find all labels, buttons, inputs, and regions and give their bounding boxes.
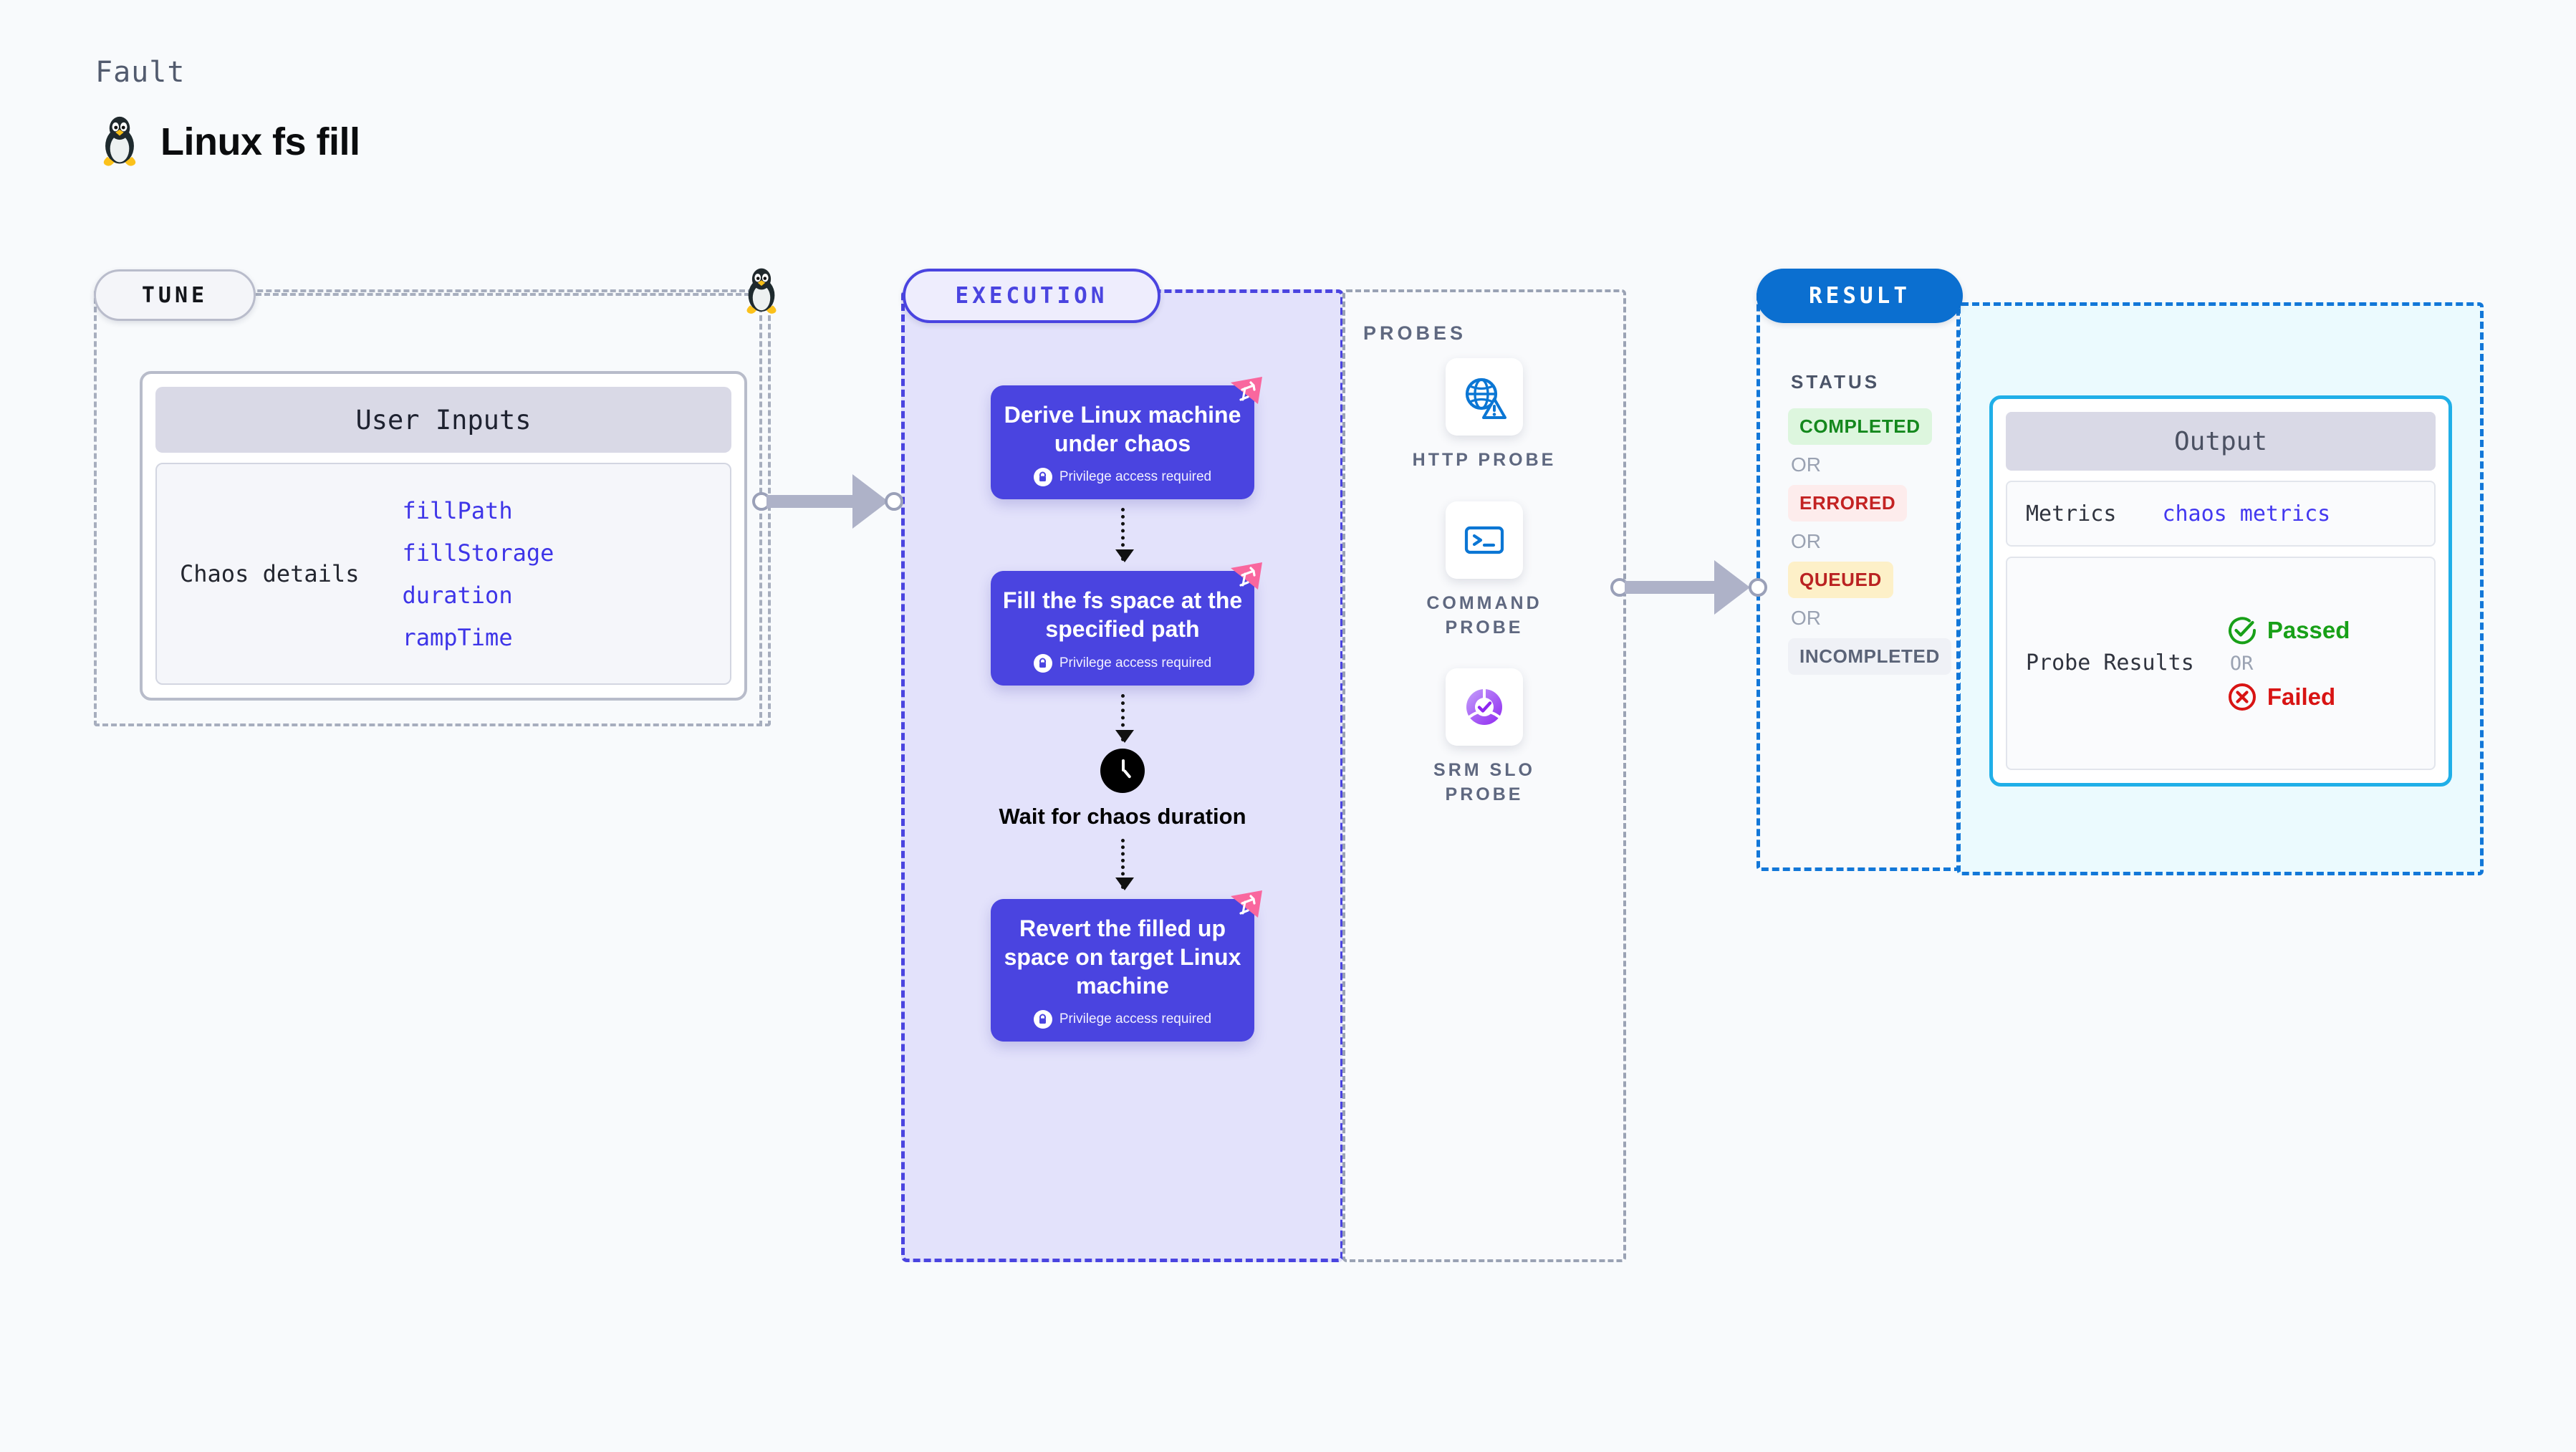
execution-section-pill[interactable]: EXECUTION <box>903 269 1160 323</box>
result-section-pill[interactable]: RESULT <box>1756 269 1963 323</box>
output-card-header: Output <box>2006 412 2436 471</box>
wait-node-title: Wait for chaos duration <box>999 803 1246 829</box>
chaos-details-label: Chaos details <box>180 560 360 587</box>
execution-node-wait[interactable]: Wait for chaos duration <box>999 748 1246 831</box>
status-badge-errored: ERRORED <box>1788 485 1908 521</box>
output-probe-results-row: Probe Results Passed OR Failed <box>2006 557 2436 770</box>
passed-label: Passed <box>2267 616 2350 643</box>
node-privilege-note: Privilege access required <box>1002 468 1243 487</box>
output-metrics-row: Metrics chaos metrics <box>2006 481 2436 547</box>
flow-connector-1 <box>1115 508 1134 563</box>
status-badge-completed: COMPLETED <box>1788 408 1932 445</box>
node-privilege-text: Privilege access required <box>1059 1011 1212 1027</box>
terminal-icon <box>1464 526 1504 554</box>
linux-penguin-icon <box>103 116 136 166</box>
user-inputs-header: User Inputs <box>155 387 731 453</box>
node-privilege-text: Privilege access required <box>1059 469 1212 485</box>
connector-line <box>1625 581 1721 594</box>
probe-label: SRM SLO PROBE <box>1433 760 1535 804</box>
output-card: Output Metrics chaos metrics Probe Resul… <box>1989 395 2452 787</box>
metrics-label: Metrics <box>2026 501 2117 527</box>
execution-node-fill-fs[interactable]: Fill the fs space at the specified path … <box>991 562 1262 686</box>
probe-results-label: Probe Results <box>2026 650 2194 675</box>
lock-icon <box>1033 653 1052 673</box>
flow-connector-2 <box>1115 693 1134 743</box>
connector-tune-to-execution <box>752 473 924 530</box>
probe-results-or: OR <box>2229 652 2254 675</box>
probes-group-box <box>1342 289 1626 1262</box>
lock-icon <box>1033 468 1052 487</box>
x-circle-icon <box>2228 683 2256 711</box>
node-title: Derive Linux machine under chaos <box>1004 402 1241 456</box>
chaos-details-body: Chaos details fillPath fillStorage durat… <box>155 463 731 685</box>
status-or-2: OR <box>1791 530 1821 552</box>
connector-execution-to-result <box>1610 559 1789 616</box>
page-title-text: Linux fs fill <box>160 120 360 163</box>
param-duration[interactable]: duration <box>402 581 513 609</box>
tune-top-dash-line <box>256 293 750 296</box>
metrics-value[interactable]: chaos metrics <box>2162 501 2331 527</box>
probes-list: HTTP PROBE COMMAND PROBE <box>1342 358 1626 807</box>
probe-item-srm-slo[interactable]: SRM SLO PROBE <box>1405 668 1563 807</box>
chaos-params-list: fillPath fillStorage duration rampTime <box>388 497 554 651</box>
status-badge-incompleted: INCOMPLETED <box>1788 638 1951 675</box>
status-or-1: OR <box>1791 453 1821 476</box>
tune-linux-penguin-icon <box>746 268 777 314</box>
probe-tile[interactable] <box>1446 501 1523 579</box>
globe-warning-icon <box>1465 378 1506 419</box>
connector-end-dot <box>885 492 903 511</box>
connector-line <box>766 495 860 508</box>
probe-tile[interactable] <box>1446 668 1523 746</box>
node-title: Fill the fs space at the specified path <box>1002 587 1243 643</box>
slo-check-icon <box>1466 689 1502 726</box>
probe-results-values: Passed OR Failed <box>2227 615 2350 712</box>
node-title: Revert the filled up space on target Lin… <box>1004 915 1241 999</box>
fault-injection-flag-icon <box>1231 562 1262 590</box>
probe-tile[interactable] <box>1445 358 1523 436</box>
status-badge-queued: QUEUED <box>1788 562 1893 598</box>
node-privilege-text: Privilege access required <box>1059 655 1212 670</box>
user-inputs-card: User Inputs Chaos details fillPath fillS… <box>140 371 747 701</box>
page-title: Linux fs fill <box>97 115 360 169</box>
probe-result-failed: Failed <box>2227 682 2350 712</box>
flow-connector-3 <box>1115 839 1134 891</box>
probe-item-http[interactable]: HTTP PROBE <box>1413 358 1557 473</box>
fault-injection-flag-icon <box>1231 890 1262 918</box>
execution-flow: Derive Linux machine under chaos Privile… <box>901 289 1344 1262</box>
execution-node-derive-machine[interactable]: Derive Linux machine under chaos Privile… <box>991 377 1262 500</box>
check-circle-icon <box>2228 616 2256 644</box>
connector-end-dot <box>1749 578 1767 597</box>
probe-label: HTTP PROBE <box>1412 450 1557 470</box>
tune-group-box <box>94 289 771 726</box>
failed-label: Failed <box>2267 683 2336 710</box>
param-fillstorage[interactable]: fillStorage <box>402 539 554 567</box>
tune-section-pill[interactable]: TUNE <box>94 269 256 321</box>
status-or-3: OR <box>1791 607 1821 629</box>
param-ramptime[interactable]: rampTime <box>402 623 513 651</box>
node-privilege-note: Privilege access required <box>1002 1010 1243 1029</box>
execution-node-revert[interactable]: Revert the filled up space on target Lin… <box>991 890 1262 1042</box>
node-privilege-note: Privilege access required <box>1002 653 1243 673</box>
fault-kicker: Fault <box>95 56 186 89</box>
connector-arrowhead <box>852 474 888 529</box>
param-fillpath[interactable]: fillPath <box>402 496 513 524</box>
clock-icon <box>1100 748 1145 793</box>
probe-result-passed: Passed <box>2227 615 2350 645</box>
probe-label: COMMAND PROBE <box>1426 592 1542 638</box>
status-section-label: STATUS <box>1791 371 1880 393</box>
connector-arrowhead <box>1714 560 1750 615</box>
lock-icon <box>1033 1010 1052 1029</box>
fault-injection-flag-icon <box>1231 377 1262 404</box>
probe-item-command[interactable]: COMMAND PROBE <box>1405 501 1563 640</box>
status-list: COMPLETED OR ERRORED OR QUEUED OR INCOMP… <box>1788 408 1960 675</box>
probes-section-label: PROBES <box>1363 322 1467 344</box>
